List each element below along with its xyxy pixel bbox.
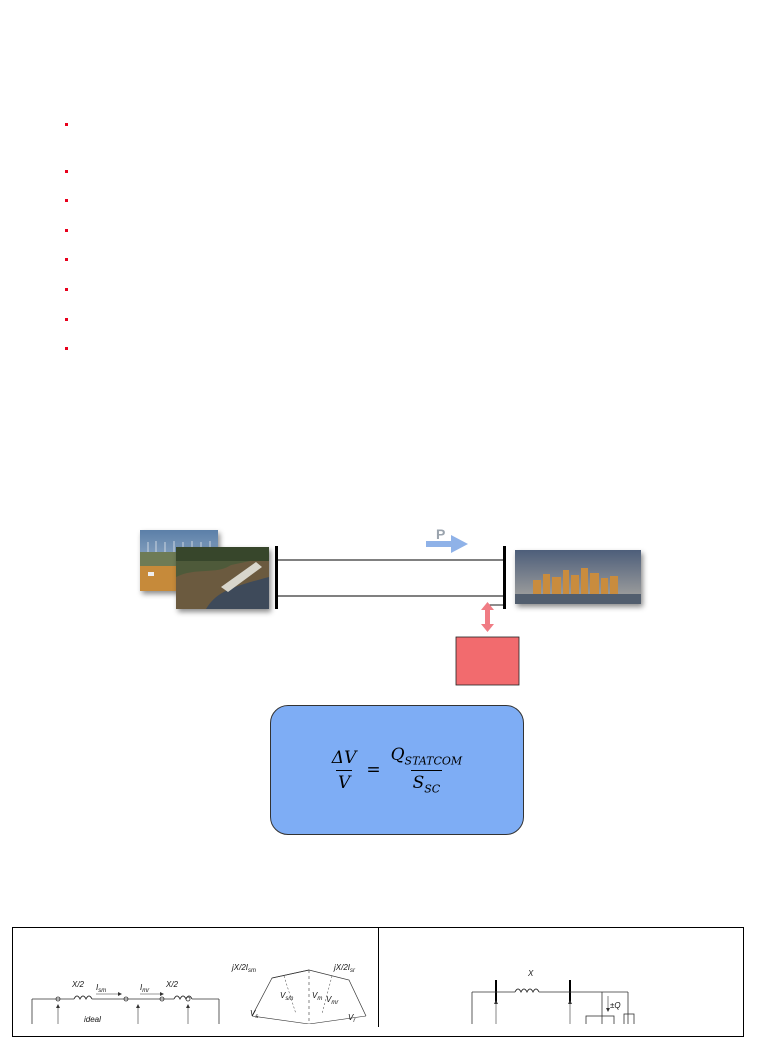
power-flow-label: P [436, 526, 445, 542]
v-m-label: Vm [312, 991, 322, 1002]
v-r-label: Vr [348, 1013, 356, 1024]
ideal-label: ideal [84, 1015, 101, 1024]
formula-box: ΔV V = QSTATCOM SSC [270, 705, 524, 835]
rhs-fraction: QSTATCOM SSC [389, 745, 465, 795]
left-x2-label-b: X/2 [165, 980, 179, 989]
hydro-dam-photo [176, 547, 269, 609]
v-s-label: Vs [250, 1009, 258, 1020]
bullet-5 [65, 258, 68, 261]
sending-bus [275, 546, 278, 609]
rhs-denominator: SSC [410, 769, 443, 795]
power-flow-arrow [426, 535, 468, 553]
city-skyline-photo [515, 550, 641, 604]
rhs-numerator: QSTATCOM [390, 745, 463, 768]
reactive-power-arrow [481, 602, 494, 632]
transmission-line-diagram: P [275, 526, 520, 686]
i-sm-label: Ism [96, 983, 106, 994]
jx-sm-label: jX/2Ism [231, 963, 256, 974]
panel-divider [378, 927, 379, 1027]
v-mr-label: Vmr [326, 995, 339, 1006]
bullet-8 [65, 347, 68, 350]
statcom-circuit-diagram: X ±Q [471, 969, 635, 1024]
statcom-box [455, 636, 520, 686]
right-q-label: ±Q [610, 1001, 621, 1010]
voltage-sensitivity-formula: ΔV V = QSTATCOM SSC [271, 706, 523, 834]
bullet-4 [65, 229, 68, 232]
bullet-1 [65, 123, 68, 126]
equals-sign: = [366, 760, 381, 780]
lhs-denominator: V [335, 769, 353, 793]
bullet-6 [65, 288, 68, 291]
bullet-3 [65, 199, 68, 202]
v-sm-label: Vsm [280, 991, 293, 1002]
lhs-numerator: ΔV [331, 747, 357, 768]
midpoint-compensation-diagram: X/2 Ism Imr X/2 ideal jX/2Ism jX/2Isr Vs… [31, 963, 367, 1024]
left-x2-label-a: X/2 [71, 980, 85, 989]
bullet-2 [65, 170, 68, 173]
jx-sr-label: jX/2Isr [333, 963, 356, 974]
lhs-fraction: ΔV V [330, 748, 359, 793]
bullet-7 [65, 318, 68, 321]
right-x-label: X [527, 969, 534, 978]
i-mr-label: Imr [140, 983, 150, 994]
receiving-bus [503, 546, 506, 609]
